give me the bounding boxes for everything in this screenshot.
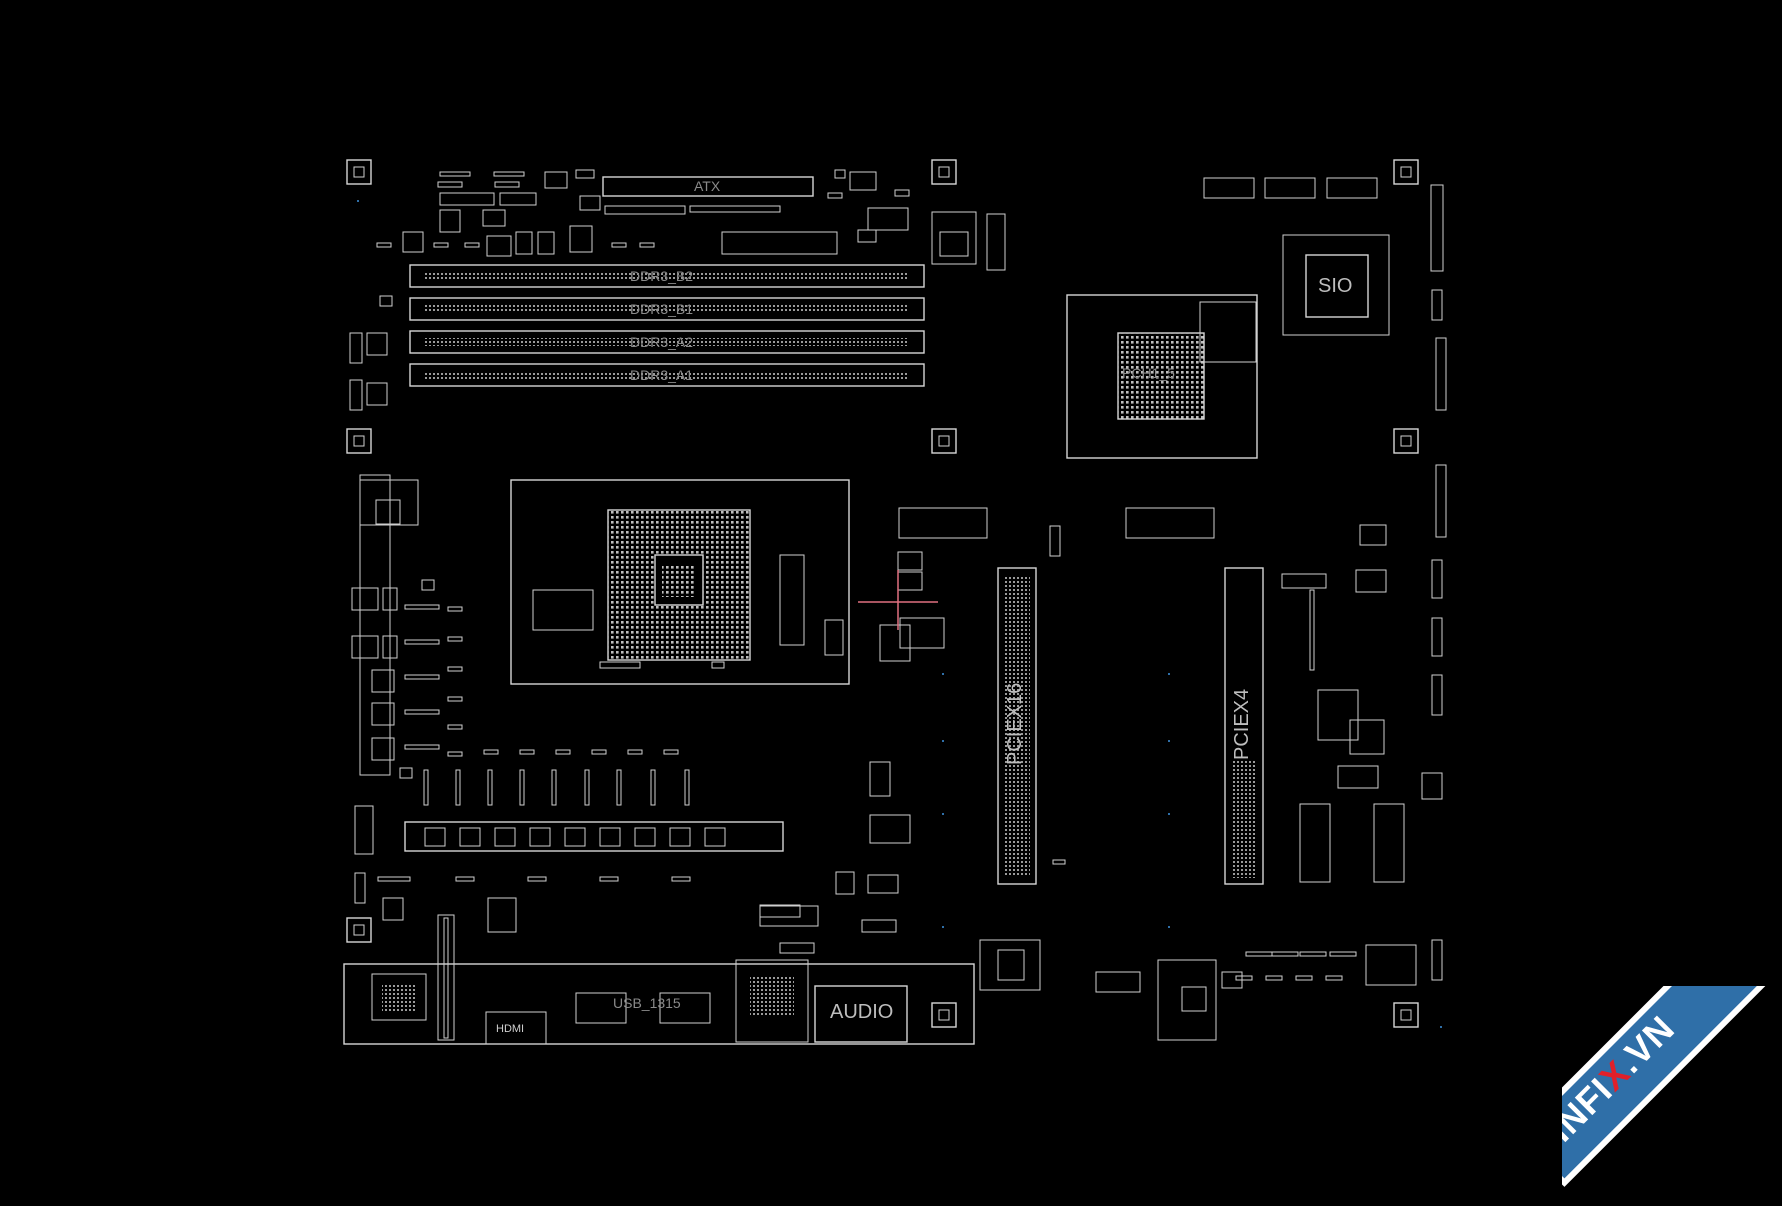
audio-jack[interactable]: AUDIO xyxy=(814,985,908,1043)
watermark-text: HNFIX.VN xyxy=(1562,1007,1683,1161)
dimm-slots[interactable]: DDR3_B2 DDR3_B1 DDR3_A2 DDR3_A1 xyxy=(409,264,925,387)
pcie-x16-label: PCIEX16 xyxy=(1004,683,1026,765)
pcie-x4-slot[interactable]: PCIEX4 xyxy=(1224,567,1264,885)
dimm-b1-label: DDR3_B1 xyxy=(630,301,693,317)
usb-label: USB_1315 xyxy=(613,995,681,1011)
hdmi-label: HDMI xyxy=(496,1023,524,1035)
hnfix-watermark: HNFIX.VN xyxy=(1562,986,1782,1206)
cpu-aux-components xyxy=(759,507,988,933)
vrm-phases xyxy=(377,604,784,882)
atx-connector[interactable]: ATX xyxy=(602,176,814,197)
pcie-x16-slot[interactable]: PCIEX16 xyxy=(997,567,1037,885)
top-left-components xyxy=(376,169,1006,271)
cpu-socket[interactable] xyxy=(510,479,850,685)
audio-label: AUDIO xyxy=(830,1001,893,1023)
mounting-holes xyxy=(346,159,1419,1028)
left-edge-components xyxy=(349,295,435,921)
crosshair-cursor xyxy=(858,570,938,630)
sio-label: SIO xyxy=(1318,275,1352,297)
test-points xyxy=(357,200,1442,1028)
atx-label: ATX xyxy=(694,178,721,194)
pch-chip[interactable]: PCH1_5 xyxy=(1066,294,1258,459)
pcie-x4-label: PCIEX4 xyxy=(1231,689,1253,760)
dimm-a1-label: DDR3_A1 xyxy=(630,367,693,383)
dimm-b2-label: DDR3_B2 xyxy=(630,268,693,284)
watermark-band: HNFIX.VN xyxy=(1562,986,1782,1179)
pch-label: PCH1_5 xyxy=(1122,365,1175,381)
rear-io[interactable]: HDMI USB_1315 AUDIO xyxy=(343,897,975,1045)
hdmi-port[interactable]: HDMI xyxy=(485,1011,547,1045)
sio-chip[interactable]: SIO xyxy=(1282,234,1390,336)
right-side-components xyxy=(979,177,1447,1041)
dimm-a2-label: DDR3_A2 xyxy=(630,334,693,350)
